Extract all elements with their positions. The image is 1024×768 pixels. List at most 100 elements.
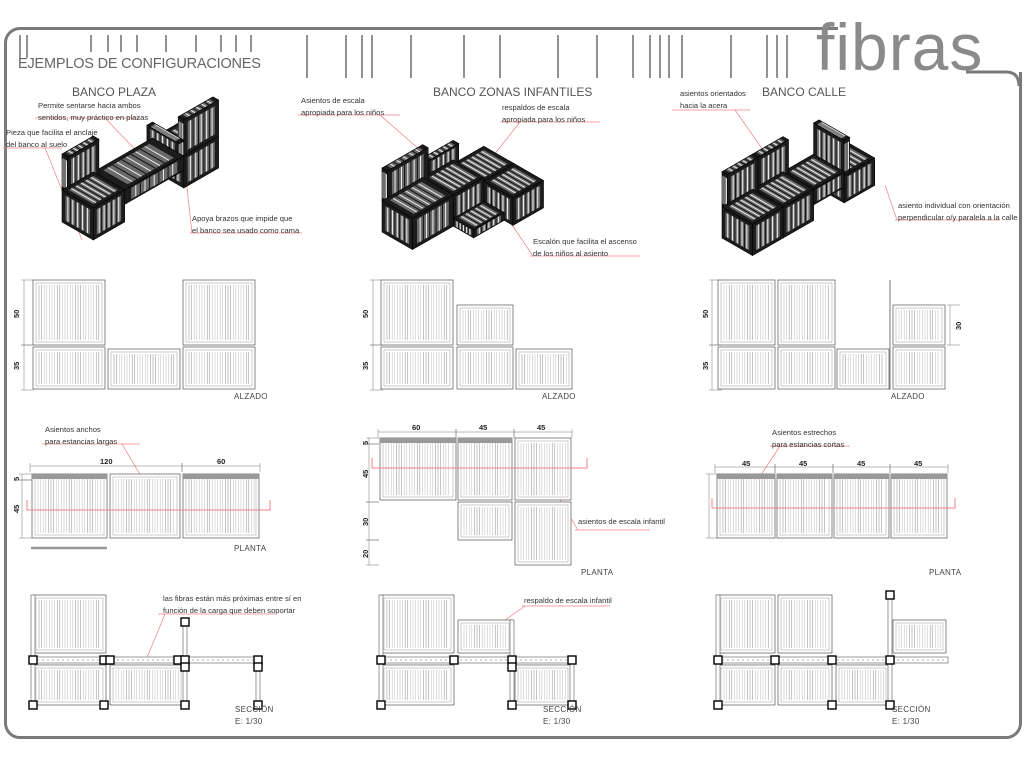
bench-fiber [497, 176, 521, 191]
module-inner [383, 597, 452, 651]
bench-fiber [739, 161, 745, 165]
joint [827, 700, 837, 710]
bench-fiber [476, 153, 501, 169]
module-inner [720, 282, 773, 343]
bench-fiber [414, 185, 440, 200]
bench-fiber [198, 105, 204, 109]
module-frame [514, 501, 572, 566]
post [378, 594, 384, 706]
leader-line [379, 114, 421, 151]
joint [28, 655, 38, 665]
bench-fiber [462, 161, 487, 177]
bench-fiber [78, 183, 104, 199]
module-inner [185, 282, 253, 343]
module-inner [517, 504, 569, 563]
bench-fiber [130, 153, 156, 169]
bench-fiber [83, 181, 109, 197]
module-inner [780, 667, 830, 703]
section-cut-line [711, 498, 956, 509]
dim: 30 [954, 321, 963, 330]
joint [376, 655, 386, 665]
module-inner [185, 349, 253, 387]
joint [99, 700, 109, 710]
module-inner [459, 349, 511, 387]
bench-fiber [412, 150, 417, 155]
module-inner [780, 597, 830, 651]
label-alzado: ALZADO [234, 392, 268, 401]
bench-fiber [821, 121, 846, 137]
bench-fiber [728, 168, 733, 172]
bench-fiber [470, 210, 487, 221]
bench-fiber [509, 169, 533, 184]
bench-fiber [481, 150, 506, 166]
bench-fiber [732, 165, 738, 169]
bench-fiber [447, 143, 453, 147]
bench-fiber [801, 164, 826, 179]
bench-fiber [468, 211, 485, 222]
bench-fiber [768, 145, 773, 149]
page-title: EJEMPLOS DE CONFIGURACIONES [18, 56, 261, 72]
bench-fiber [480, 204, 497, 215]
module-inner [112, 476, 178, 536]
module-inner [518, 351, 570, 387]
bench-fiber [126, 156, 152, 172]
bench-fiber [78, 144, 83, 149]
dim: 50 [701, 309, 710, 318]
module-frame [514, 437, 572, 501]
module-inner [460, 504, 510, 538]
bench-fiber [405, 190, 430, 206]
bench-fiber [85, 140, 91, 145]
section-cut-line [26, 500, 271, 511]
module-inner [517, 667, 569, 703]
bench-fiber [772, 142, 778, 146]
dim: 35 [12, 361, 21, 370]
dim: 45 [857, 459, 866, 468]
bench-fiber [85, 179, 111, 195]
bench-fiber [121, 159, 147, 175]
module-frame [32, 279, 106, 346]
dim: 5 [12, 476, 21, 481]
bench-fiber [747, 157, 752, 161]
bench-fiber [469, 157, 494, 173]
heading-banco-calle: BANCO CALLE [762, 85, 847, 99]
module-inner [112, 667, 182, 703]
bench-fiber [794, 168, 819, 184]
bench-fiber [499, 175, 523, 190]
bench-fiber [402, 156, 408, 160]
bench-fiber [204, 102, 209, 106]
bench-fiber [730, 204, 756, 220]
bench-fiber [766, 184, 791, 200]
bench-fiber [154, 124, 180, 140]
bench-fiber [730, 166, 736, 171]
bench-fiber [511, 168, 535, 183]
bench-fiber [761, 187, 786, 203]
bench-fiber [402, 192, 427, 207]
bench-fiber [770, 181, 796, 197]
bench-fiber [740, 199, 765, 215]
bench-fiber [799, 165, 824, 181]
bench-fiber [778, 177, 803, 193]
module-edge [717, 474, 775, 479]
module-inner [383, 667, 452, 703]
bench-fiber [810, 158, 836, 174]
brand-logo: fibras [816, 10, 984, 84]
module-inner [720, 667, 773, 703]
bench-fiber [478, 152, 504, 167]
bench-fiber [144, 145, 170, 161]
label-alzado: ALZADO [542, 392, 576, 401]
module-frame [32, 346, 106, 390]
leader-line [504, 605, 526, 621]
bench-fiber [393, 161, 398, 166]
module-frame [892, 304, 946, 346]
joint [567, 655, 577, 665]
section-cut-line [371, 458, 588, 469]
module-frame [515, 348, 573, 390]
module-inner [383, 349, 451, 387]
bench-fiber [763, 148, 769, 152]
module-inner [35, 597, 104, 651]
module-inner [720, 597, 773, 651]
dim: 45 [742, 459, 751, 468]
bench-fiber [431, 153, 436, 157]
bench-fiber [68, 150, 74, 154]
